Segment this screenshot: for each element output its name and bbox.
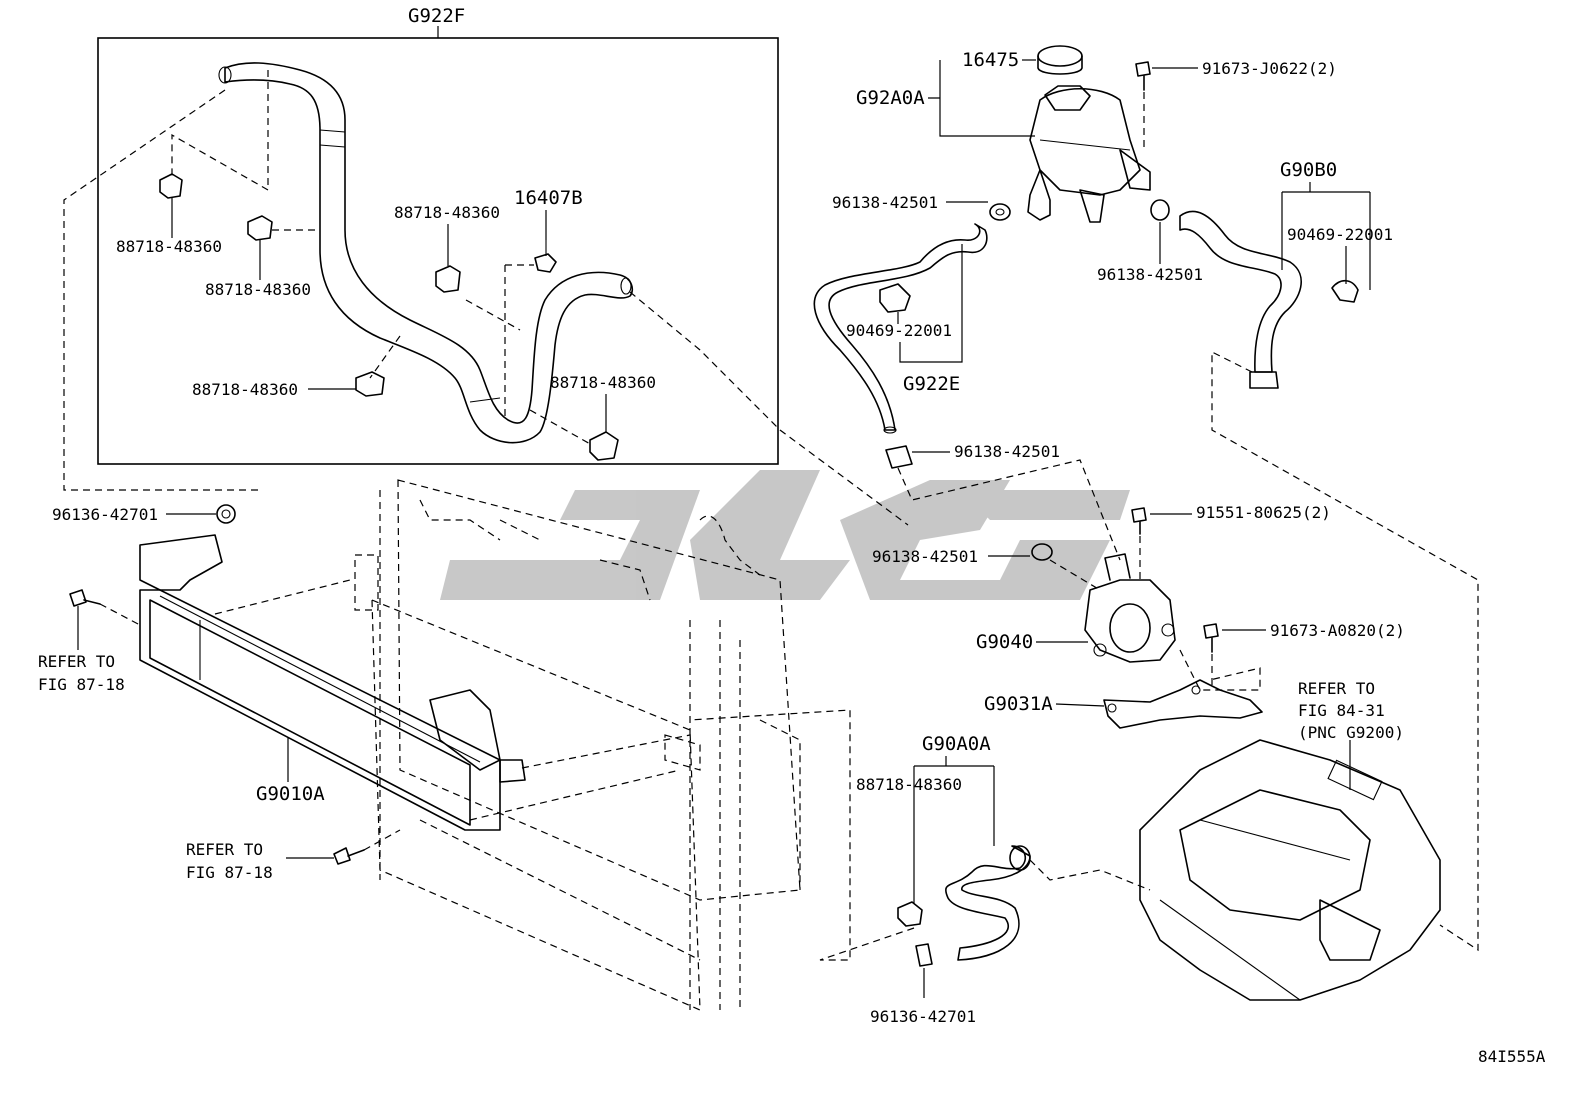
label-91551: 91551-80625(2) [1196,503,1331,522]
clip-90469-a [879,283,911,313]
ref-84-31-line3: (PNC G9200) [1298,723,1404,742]
radiator-outline [354,479,801,1011]
label-88718-d: 88718-48360 [192,380,298,399]
water-pump-g9040 [1084,553,1176,663]
label-96136-b: 96136-42701 [870,1007,976,1026]
clip-88718-a [159,173,183,199]
bolt-left-b [333,847,365,865]
clip-88718-b [247,215,273,241]
hose-g90b0 [1179,210,1302,389]
watermark-logo [440,470,1130,600]
bolt-left-a [69,589,101,607]
label-g922e: G922E [903,373,960,395]
label-g90a0a: G90A0A [922,733,991,755]
label-96136-a: 96136-42701 [52,505,158,524]
label-16407b: 16407B [514,187,583,209]
clamp-96136-b [915,943,933,967]
label-91673-j0622: 91673-J0622(2) [1202,59,1337,78]
bracket-g9031a [1103,679,1263,729]
hose-g922e [813,223,988,434]
diagram-code: 84I555A [1478,1047,1546,1066]
clip-90469-b [1331,279,1359,303]
bolt-91673-j0622 [1135,61,1151,91]
label-96138-d: 96138-42501 [872,547,978,566]
clamp-96138-b [1150,199,1170,221]
label-g9040: G9040 [976,631,1033,653]
clamp-96138-a [989,203,1011,221]
label-91673-a0820: 91673-A0820(2) [1270,621,1405,640]
clamp-96138-c [885,445,913,469]
label-96138-c: 96138-42501 [954,442,1060,461]
ref-87-18-a-line1: REFER TO [38,652,115,671]
bolt-91551 [1131,507,1147,535]
sub-radiator-g9010a [139,534,526,831]
label-16475: 16475 [962,49,1019,71]
reservoir-tank [1027,85,1151,223]
label-90469-b: 90469-22001 [1287,225,1393,244]
bleeder-16407b [534,240,557,273]
clamp-96136-a [216,504,236,524]
label-88718-a: 88718-48360 [116,237,222,256]
label-88718-c: 88718-48360 [394,203,500,222]
ref-87-18-a-line2: FIG 87-18 [38,675,125,694]
ref-87-18-b-line1: REFER TO [186,840,263,859]
label-g9010a: G9010A [256,783,325,805]
bolt-91673-a0820 [1203,623,1219,653]
clip-88718-f [897,901,923,927]
label-g92a0a: G92A0A [856,87,925,109]
group-label-g922f: G922F [408,5,465,27]
label-g90b0: G90B0 [1280,159,1337,181]
label-90469-a: 90469-22001 [846,321,952,340]
ref-84-31-line2: FIG 84-31 [1298,701,1385,720]
hose-g90a0a [945,845,1031,961]
label-g9031a: G9031A [984,693,1053,715]
cap-16475 [1037,45,1083,75]
upper-hose [218,62,634,444]
clip-88718-c [435,265,461,293]
clip-88718-d [355,371,385,397]
label-88718-f: 88718-48360 [856,775,962,794]
clip-88718-e [589,431,619,461]
ref-84-31-line1: REFER TO [1298,679,1375,698]
label-88718-b: 88718-48360 [205,280,311,299]
label-96138-a: 96138-42501 [832,193,938,212]
label-88718-e: 88718-48360 [550,373,656,392]
inverter-assembly [1139,739,1441,1001]
clamp-96138-d [1031,543,1053,561]
ref-87-18-b-line2: FIG 87-18 [186,863,273,882]
label-96138-b: 96138-42501 [1097,265,1203,284]
